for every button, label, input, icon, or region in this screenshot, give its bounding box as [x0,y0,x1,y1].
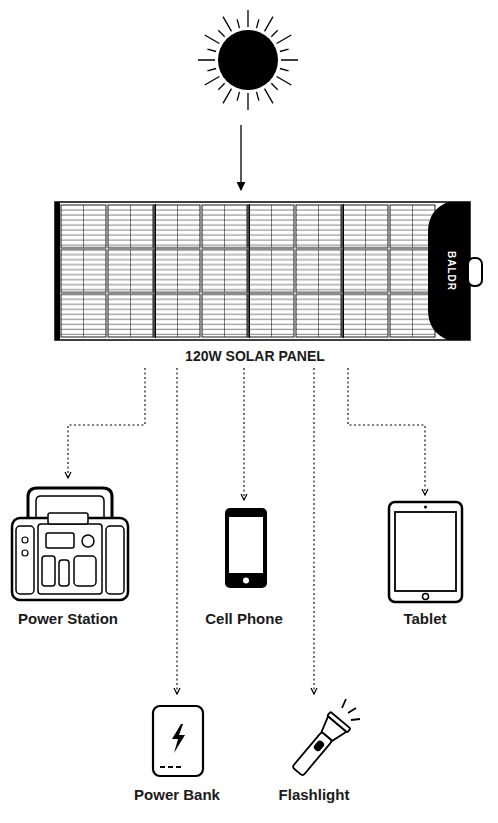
cell-phone-icon [225,508,267,588]
device-node: Flashlight [254,694,374,804]
device-node: Power Station [0,478,136,628]
power-station-icon [12,488,128,600]
sunlight-arrow [240,125,241,190]
device-node: Power Bank [117,694,237,804]
tablet-icon [389,502,462,602]
device-label: Flashlight [254,786,374,804]
device-node: Tablet [365,495,485,628]
device-label: Power Station [0,610,136,628]
brand-mark: BALDR [446,251,457,291]
dotted-connector [348,368,425,495]
device-node: Cell Phone [184,500,304,628]
dotted-connector [313,368,314,694]
dotted-connector [243,368,244,500]
device-label: Cell Phone [184,610,304,628]
sun-icon [198,10,298,110]
power-bank-icon [153,706,203,776]
device-label: Power Bank [117,786,237,804]
solar-panel-icon [55,202,482,340]
device-label: Tablet [365,610,485,628]
dotted-connector [176,368,177,694]
solar-panel: BALDR 120W SOLAR PANEL [52,198,484,368]
panel-label: 120W SOLAR PANEL [52,347,458,365]
flashlight-icon [287,699,360,780]
dotted-connector [68,368,145,478]
